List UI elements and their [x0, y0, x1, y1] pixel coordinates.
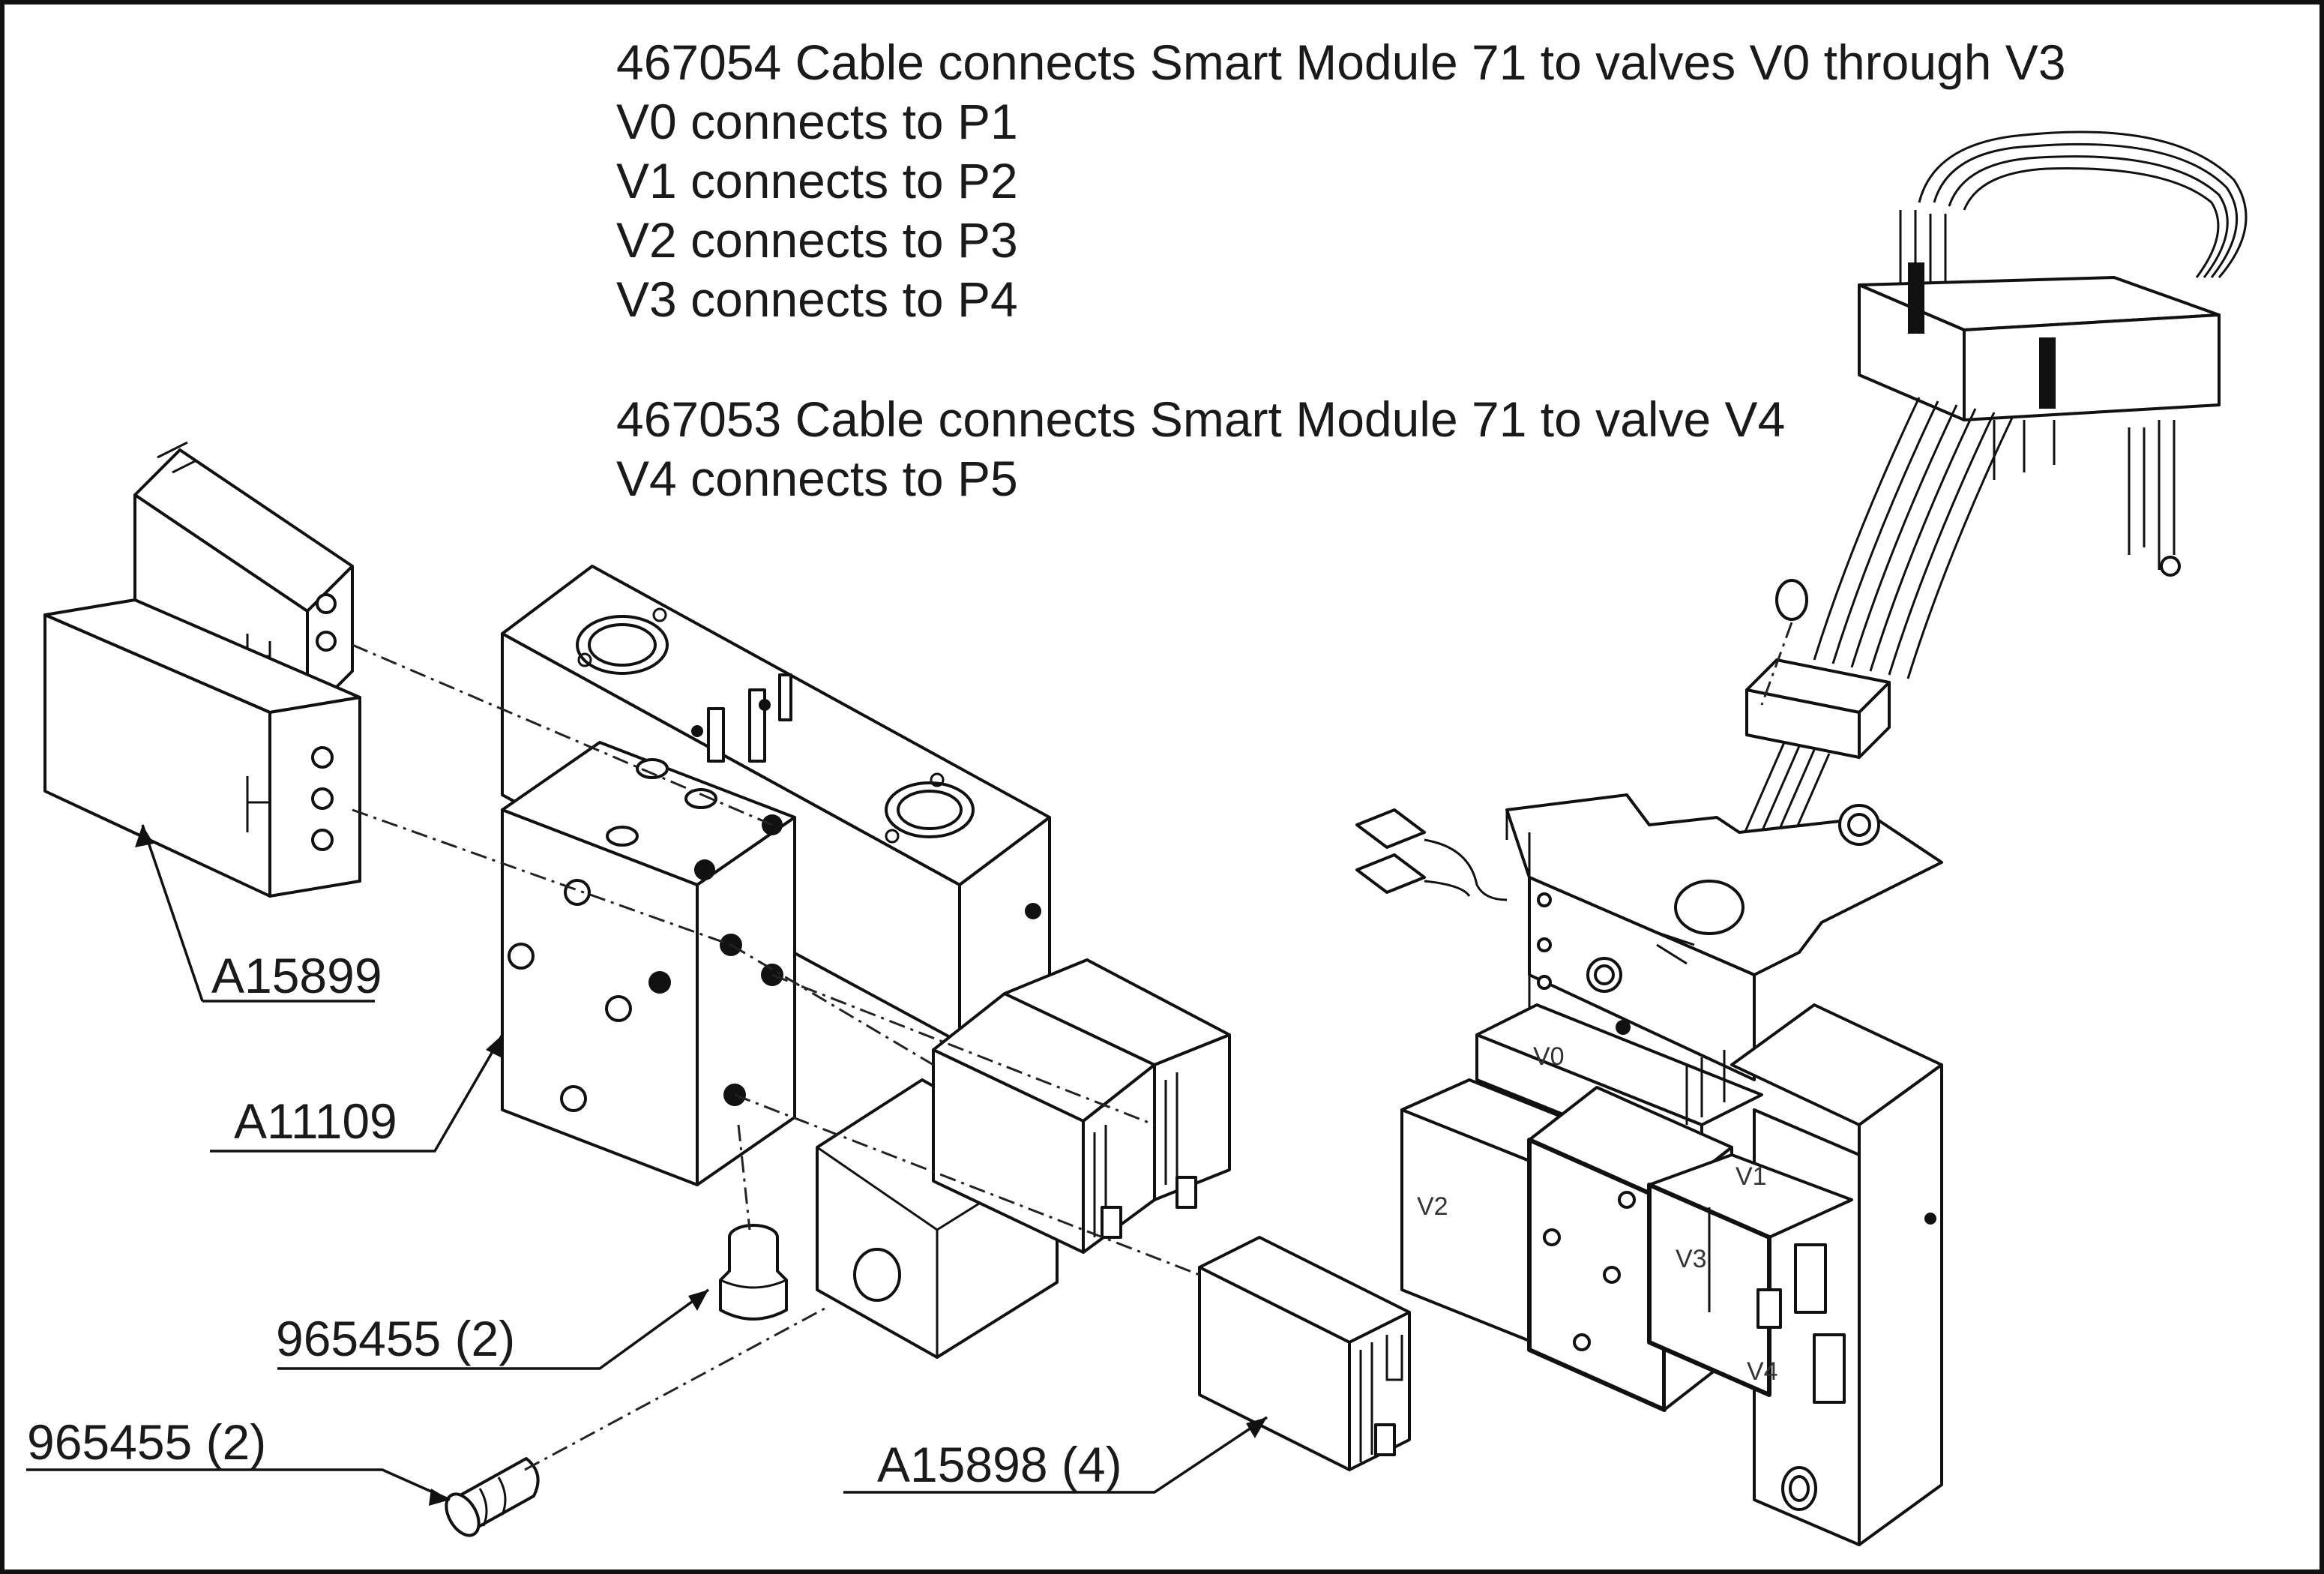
note-cable-467054: 467054 Cable connects Smart Module 71 to…: [616, 34, 2066, 90]
leader-lines: [26, 824, 1268, 1506]
callout-a15898: A15898 (4): [877, 1437, 1122, 1492]
callout-965455-lower: 965455 (2): [27, 1414, 267, 1470]
callout-a15899: A15899: [211, 948, 382, 1003]
connection-notes: 467054 Cable connects Smart Module 71 to…: [616, 33, 2281, 508]
valve-label-v0: V0: [1533, 1042, 1565, 1071]
note-v3-mapping: V3 connects to P4: [616, 271, 1018, 327]
fitting-upper: [719, 1224, 788, 1321]
valve-stack-assembly: V0 V1 V2 V3 V4: [1355, 793, 1943, 1546]
note-v4-mapping: V4 connects to P5: [616, 451, 1018, 506]
assembly-lines: [352, 643, 1200, 1471]
valve-label-v3: V3: [1676, 1245, 1707, 1273]
attached-solenoids: [932, 958, 1231, 1254]
manifold-block: [501, 565, 1059, 1359]
loose-solenoid: [1198, 1236, 1411, 1471]
note-cable-467053: 467053 Cable connects Smart Module 71 to…: [616, 391, 1786, 447]
fitting-lower: [445, 1457, 540, 1537]
note-spacer: [616, 329, 2281, 390]
callout-a11109: A11109: [234, 1093, 397, 1149]
cable-harness: [1730, 130, 2248, 874]
note-v1-mapping: V1 connects to P2: [616, 153, 1018, 208]
note-v0-mapping: V0 connects to P1: [616, 94, 1018, 149]
valve-label-v4: V4: [1747, 1357, 1778, 1386]
valve-label-v2: V2: [1417, 1192, 1448, 1221]
note-v2-mapping: V2 connects to P3: [616, 212, 1018, 268]
coil-block-pair: [43, 441, 361, 898]
callout-965455-upper: 965455 (2): [276, 1311, 516, 1366]
valve-label-v1: V1: [1736, 1162, 1767, 1191]
